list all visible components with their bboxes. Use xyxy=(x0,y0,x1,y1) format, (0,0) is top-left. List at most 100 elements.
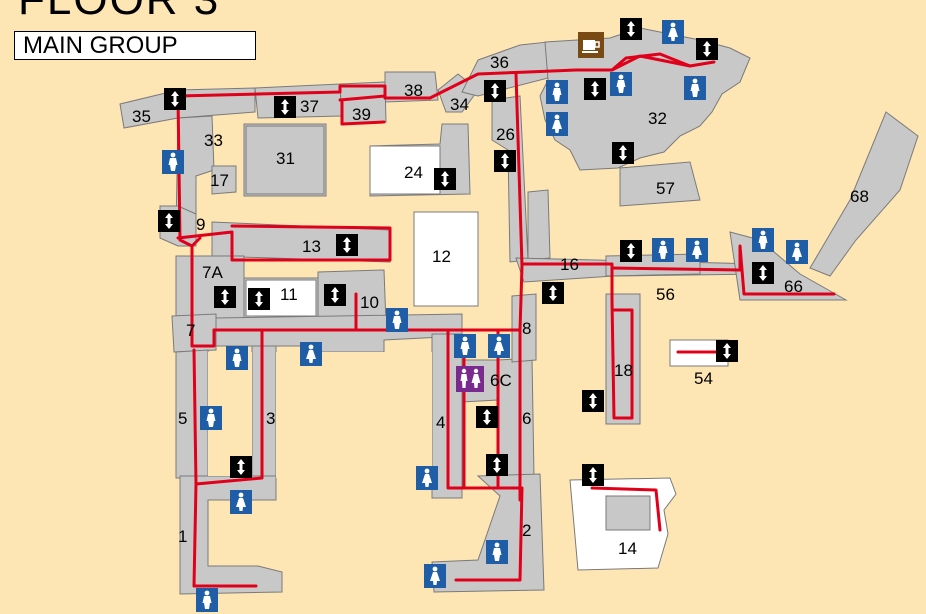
label-37: 37 xyxy=(300,97,319,116)
label-24: 24 xyxy=(404,163,423,182)
route-56 xyxy=(610,244,836,296)
route-38-36 xyxy=(383,54,716,100)
label-34: 34 xyxy=(450,95,469,114)
label-56: 56 xyxy=(656,285,675,304)
label-68: 68 xyxy=(850,187,869,206)
route-16 xyxy=(520,262,616,420)
building-12-white xyxy=(413,211,479,307)
building-8 xyxy=(511,293,537,363)
elevator-icon xyxy=(716,340,738,362)
mens-restroom-icon xyxy=(454,334,476,358)
elevator-icon xyxy=(158,210,180,232)
label-9: 9 xyxy=(196,215,205,234)
building-17 xyxy=(211,165,237,195)
elevator-icon xyxy=(584,78,606,100)
label-11: 11 xyxy=(280,285,298,304)
womens-restroom-icon xyxy=(686,238,708,262)
elevator-icon xyxy=(494,150,516,172)
womens-restroom-icon xyxy=(662,20,684,44)
label-36: 36 xyxy=(490,53,509,72)
label-13: 13 xyxy=(302,237,321,256)
route-32-arc xyxy=(610,52,692,72)
route-39 xyxy=(340,100,386,126)
label-2: 2 xyxy=(522,521,531,540)
mens-restroom-icon xyxy=(610,72,632,96)
elevator-icon xyxy=(214,286,236,308)
building-1 xyxy=(179,475,283,595)
mens-restroom-icon xyxy=(486,540,508,564)
label-5: 5 xyxy=(178,409,187,428)
label-4: 4 xyxy=(436,413,445,432)
elevator-icon xyxy=(486,454,508,476)
label-12: 12 xyxy=(432,247,451,266)
elevator-icon xyxy=(582,464,604,486)
mens-restroom-icon xyxy=(200,406,222,430)
elevator-icon xyxy=(484,80,506,102)
floor-title: FLOOR 3 xyxy=(18,0,220,22)
building-57 xyxy=(619,161,701,207)
mens-restroom-icon xyxy=(386,308,408,332)
building-7 xyxy=(171,313,217,353)
label-16: 16 xyxy=(560,255,579,274)
label-35: 35 xyxy=(132,107,151,126)
mens-restroom-icon xyxy=(652,238,674,262)
label-6: 6 xyxy=(522,409,531,428)
label-7A: 7A xyxy=(202,263,223,282)
route-14 xyxy=(590,486,662,532)
label-10: 10 xyxy=(360,293,379,312)
elevator-icon xyxy=(336,234,358,256)
womens-restroom-icon xyxy=(546,112,568,136)
label-38: 38 xyxy=(404,81,423,100)
building-5-3-gap xyxy=(276,352,432,478)
womens-restroom-icon xyxy=(786,240,808,264)
coffee-cup-icon xyxy=(577,31,605,59)
building-68 xyxy=(809,111,919,277)
elevator-icon xyxy=(434,168,456,190)
label-3: 3 xyxy=(266,409,275,428)
mens-restroom-icon xyxy=(196,588,218,612)
label-26: 26 xyxy=(496,125,515,144)
route-layer xyxy=(176,52,836,588)
building-labels: 35 37 38 39 34 36 32 26 24 31 33 17 9 13… xyxy=(132,53,869,558)
building-31-inner xyxy=(245,125,325,195)
label-66: 66 xyxy=(784,277,803,296)
building-26 xyxy=(491,95,529,263)
elevator-icon xyxy=(752,262,774,284)
elevator-icon xyxy=(248,288,270,310)
label-8: 8 xyxy=(522,319,531,338)
label-7: 7 xyxy=(186,321,195,340)
family-restroom-icon xyxy=(456,366,484,392)
building-37 xyxy=(254,83,343,119)
label-39: 39 xyxy=(352,105,371,124)
route-corridor xyxy=(212,292,522,332)
route-5 xyxy=(192,348,198,486)
building-24-white xyxy=(369,145,441,195)
elevator-icon xyxy=(620,18,642,40)
building-14-court xyxy=(605,495,651,531)
building-32 xyxy=(539,27,751,171)
elevator-icon xyxy=(274,96,296,118)
mens-restroom-icon xyxy=(546,80,568,104)
label-57: 57 xyxy=(656,179,675,198)
label-32: 32 xyxy=(648,109,667,128)
womens-restroom-icon xyxy=(488,334,510,358)
route-26 xyxy=(514,72,524,502)
route-6 xyxy=(454,334,524,582)
label-17: 17 xyxy=(210,171,229,190)
mens-restroom-icon xyxy=(226,346,248,370)
building-26-wing xyxy=(527,189,551,261)
elevator-icon xyxy=(620,240,642,262)
map-subtitle: MAIN GROUP xyxy=(14,31,256,60)
elevator-icon xyxy=(696,38,718,60)
label-31: 31 xyxy=(276,149,295,168)
label-54: 54 xyxy=(694,369,713,388)
label-18: 18 xyxy=(614,361,633,380)
elevator-icon xyxy=(164,88,186,110)
label-14: 14 xyxy=(618,539,637,558)
elevator-icon xyxy=(230,456,252,478)
route-18 xyxy=(612,308,634,420)
womens-restroom-icon xyxy=(300,342,322,366)
womens-restroom-icon xyxy=(424,564,446,588)
mens-restroom-icon xyxy=(162,150,184,174)
